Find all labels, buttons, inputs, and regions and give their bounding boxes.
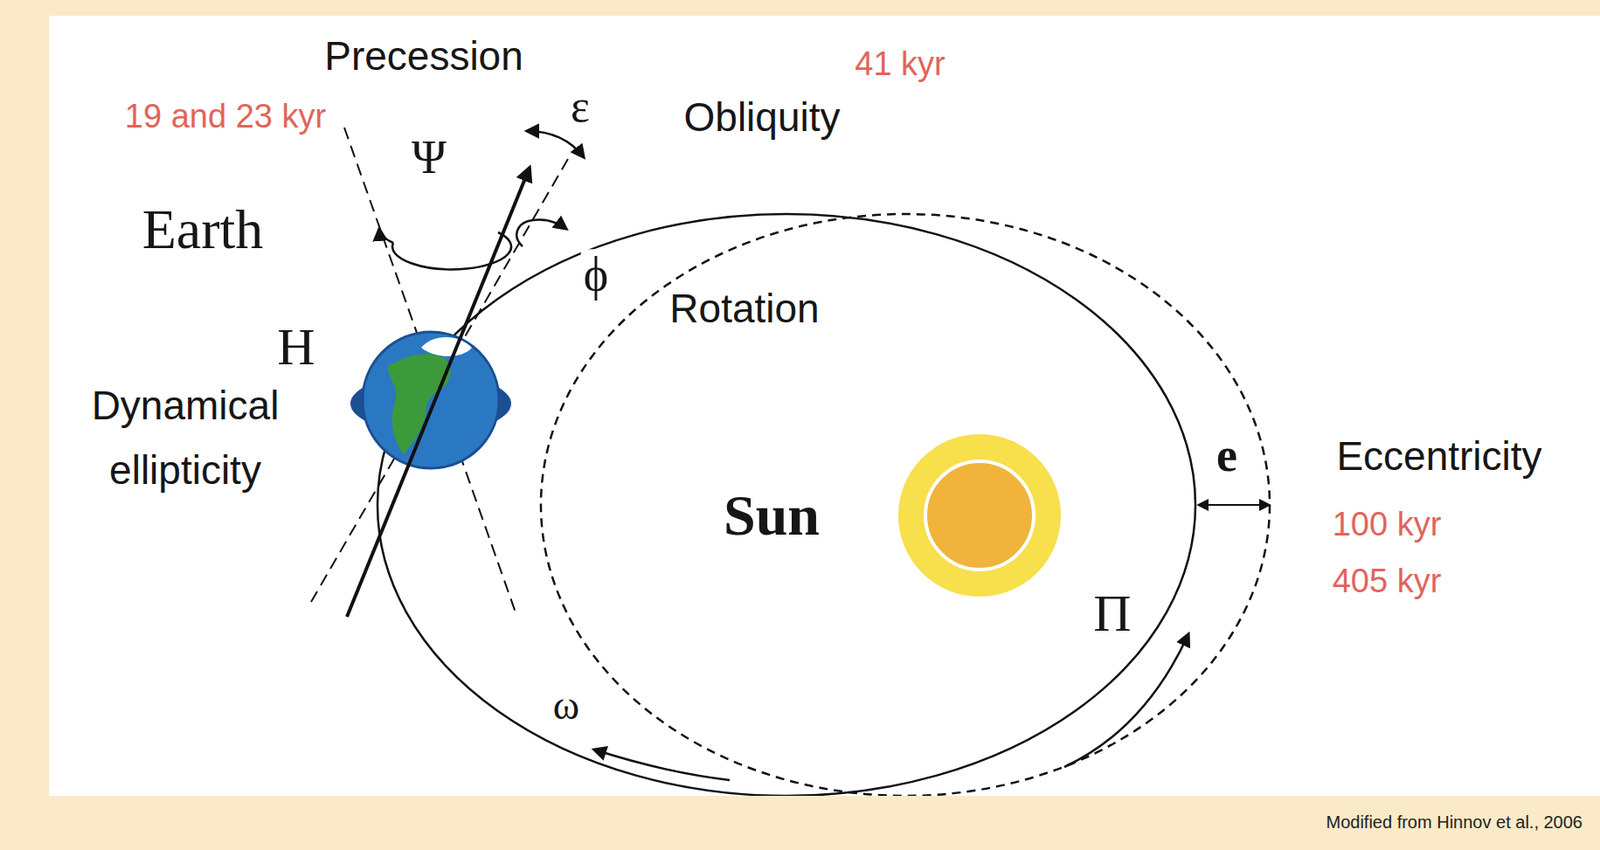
reference-axis [311, 152, 572, 603]
period-label: 19 and 23 kyr [122, 98, 329, 136]
period-label: 405 kyr [1329, 563, 1445, 601]
parameter-name: Precession [321, 34, 527, 79]
parameter-name: Rotation [666, 286, 822, 332]
symbol-label: ϕ [581, 249, 611, 301]
spin-axis [346, 167, 530, 617]
earth-globe [362, 332, 499, 469]
symbol-label: e [1213, 429, 1240, 482]
body-name: Sun [720, 484, 823, 548]
parameter-name: Eccentricity [1333, 434, 1545, 479]
sun-disc [925, 461, 1034, 570]
dashed-orbit [540, 214, 1270, 797]
body-name: Earth [139, 199, 267, 261]
precession-cone-line [344, 127, 516, 613]
precession-orbit-arrow [1064, 634, 1189, 768]
solid-orbit [377, 214, 1196, 797]
symbol-label: H [274, 318, 318, 376]
symbol-label: Π [1090, 584, 1134, 643]
precession-circle [392, 232, 512, 270]
precession-circle-arrow [379, 228, 394, 243]
sun-glow [898, 434, 1061, 597]
white-panel [48, 15, 1600, 797]
parameter-name: Dynamical ellipticity [51, 374, 319, 503]
period-label: 41 kyr [851, 46, 948, 84]
symbol-label: ω [550, 684, 582, 729]
obliquity-arc [526, 131, 584, 158]
parameter-name: Obliquity [681, 95, 844, 140]
source-caption: Modified from Hinnov et al., 2006 [1326, 812, 1584, 833]
rotation-arrow [516, 220, 567, 247]
symbol-label: ε [567, 81, 593, 132]
eccentricity-arrow [1198, 504, 1269, 506]
perihelion-arrow [594, 749, 730, 781]
period-label: 100 kyr [1329, 506, 1445, 544]
ice-cap [421, 337, 472, 357]
symbol-label: Ψ [408, 131, 450, 184]
